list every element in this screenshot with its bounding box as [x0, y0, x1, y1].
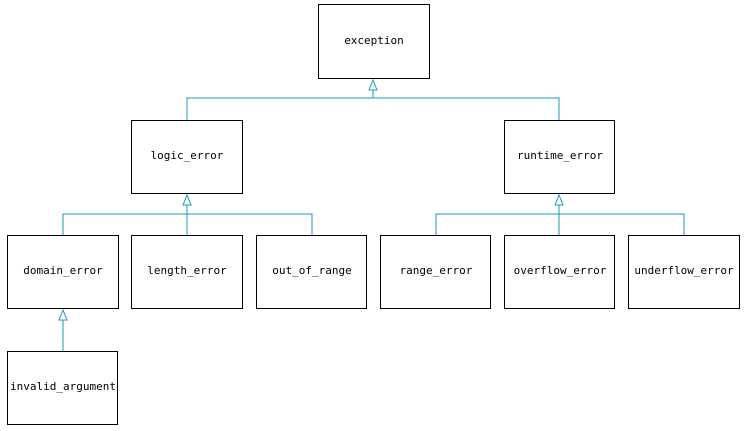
edge-range-error-to-runtime-error — [435, 205, 560, 235]
class-node-domain-error[interactable]: domain_error — [7, 235, 119, 309]
class-label: logic_error — [151, 149, 224, 162]
class-label: runtime_error — [517, 149, 603, 162]
class-label: invalid_argument — [10, 380, 116, 393]
edge-domain-error-to-logic-error — [62, 205, 188, 235]
class-label: range_error — [400, 264, 473, 277]
inheritance-arrow-icon — [58, 308, 68, 321]
class-node-invalid-argument[interactable]: invalid_argument — [7, 351, 118, 425]
class-label: underflow_error — [634, 264, 734, 277]
class-node-exception[interactable]: exception — [318, 4, 430, 79]
class-node-range-error[interactable]: range_error — [380, 235, 491, 309]
class-node-runtime-error[interactable]: runtime_error — [504, 120, 615, 194]
edge-logic-error-to-exception — [186, 90, 374, 120]
class-label: exception — [344, 34, 404, 47]
class-node-underflow-error[interactable]: underflow_error — [628, 235, 740, 309]
edge-underflow-error-to-runtime-error — [559, 213, 685, 235]
class-node-out-of-range[interactable]: out_of_range — [256, 235, 367, 309]
class-node-length-error[interactable]: length_error — [131, 235, 243, 309]
class-label: domain_error — [23, 264, 103, 277]
inheritance-arrow-icon — [182, 193, 192, 206]
class-label: overflow_error — [514, 264, 607, 277]
class-node-overflow-error[interactable]: overflow_error — [504, 235, 615, 309]
class-label: out_of_range — [272, 264, 351, 277]
inheritance-arrow-icon — [554, 193, 564, 206]
inheritance-arrow-icon — [368, 78, 378, 91]
class-node-logic-error[interactable]: logic_error — [131, 120, 243, 194]
edge-runtime-error-to-exception — [373, 97, 560, 120]
class-label: length_error — [147, 264, 227, 277]
inheritance-edges — [58, 78, 685, 351]
edge-out-of-range-to-logic-error — [187, 213, 313, 235]
